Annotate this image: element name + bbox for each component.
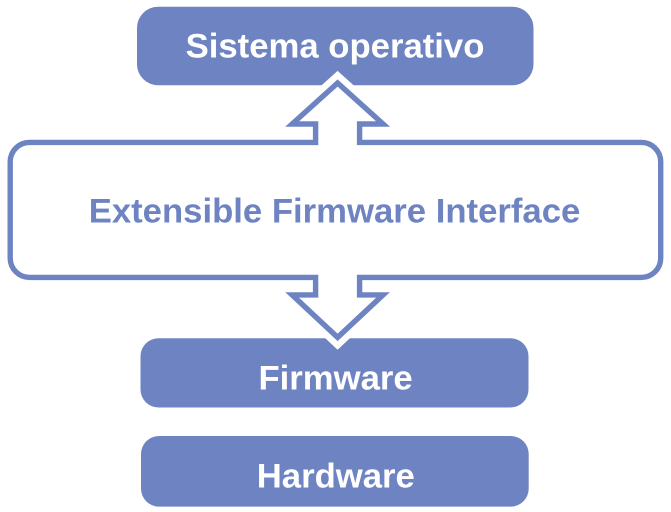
- svg-text:Hardware: Hardware: [257, 458, 415, 496]
- svg-text:Extensible Firmware Interface: Extensible Firmware Interface: [89, 193, 581, 231]
- svg-text:Sistema operativo: Sistema operativo: [186, 27, 485, 65]
- svg-text:Firmware: Firmware: [258, 359, 412, 397]
